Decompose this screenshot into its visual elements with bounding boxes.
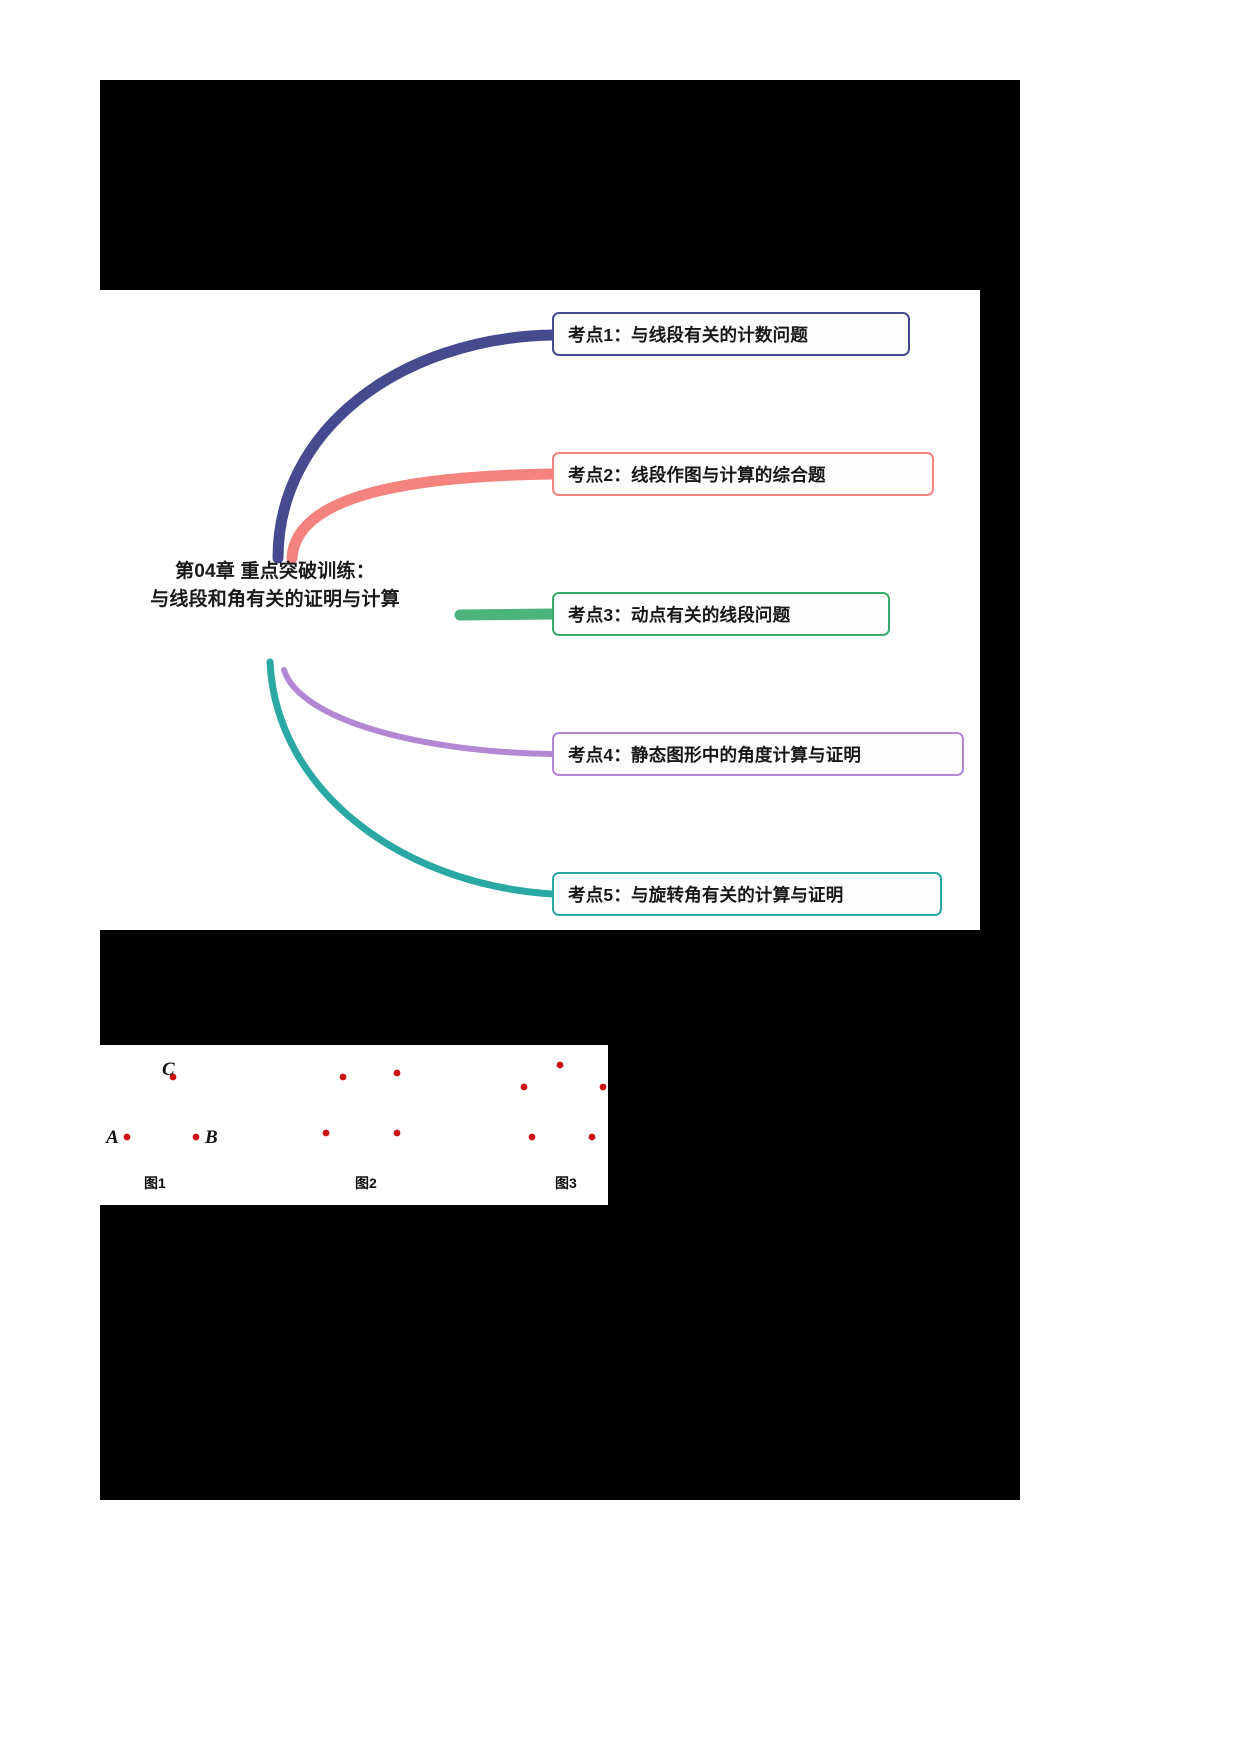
figure-point: [339, 1073, 347, 1081]
geometry-points-svg: [123, 1061, 607, 1141]
branch-box-5[interactable]: 考点5：与旋转角有关的计算与证明: [552, 872, 942, 916]
black-page-sheet: 第04章 重点突破训练： 与线段和角有关的证明与计算 考点1：与线段有关的计数问…: [100, 80, 1020, 1500]
figure-point: [169, 1073, 177, 1081]
connector-branch-5: [266, 658, 556, 898]
figure-point: [393, 1129, 401, 1137]
geometry-figure-panel: C A B 图1 图2 图3: [100, 1045, 608, 1205]
figure-point: [192, 1133, 200, 1141]
figure-point: [322, 1129, 330, 1137]
branch-box-4[interactable]: 考点4：静态图形中的角度计算与证明: [552, 732, 964, 776]
figure-point: [528, 1133, 536, 1141]
branch-label-5: 考点5：与旋转角有关的计算与证明: [568, 884, 844, 905]
branch-box-2[interactable]: 考点2：线段作图与计算的综合题: [552, 452, 934, 496]
point-label-c: C: [162, 1059, 175, 1080]
mindmap-connectors: [266, 329, 558, 898]
figure-point: [599, 1083, 607, 1091]
figure-point: [520, 1083, 528, 1091]
central-topic-line-2: 与线段和角有关的证明与计算: [150, 588, 400, 610]
central-topic: 第04章 重点突破训练： 与线段和角有关的证明与计算: [110, 558, 440, 613]
figure-caption-2: 图2: [355, 1175, 377, 1191]
figure-caption-3: 图3: [555, 1175, 577, 1191]
connector-branch-3: [454, 608, 558, 621]
connector-branch-2: [286, 468, 558, 564]
figure-point: [556, 1061, 564, 1069]
connector-branch-1: [272, 329, 558, 564]
branch-label-1: 考点1：与线段有关的计数问题: [568, 324, 809, 345]
figure-point: [588, 1133, 596, 1141]
branch-label-4: 考点4：静态图形中的角度计算与证明: [568, 744, 862, 765]
point-label-b: B: [205, 1127, 218, 1148]
branch-box-1[interactable]: 考点1：与线段有关的计数问题: [552, 312, 910, 356]
mindmap-panel: 第04章 重点突破训练： 与线段和角有关的证明与计算 考点1：与线段有关的计数问…: [100, 290, 980, 930]
central-topic-line-1: 第04章 重点突破训练：: [175, 561, 375, 582]
point-label-a: A: [106, 1127, 119, 1148]
figure-point: [123, 1133, 131, 1141]
figure-caption-1: 图1: [144, 1175, 166, 1191]
branch-label-3: 考点3：动点有关的线段问题: [568, 604, 791, 625]
figure-point: [393, 1069, 401, 1077]
branch-label-2: 考点2：线段作图与计算的综合题: [568, 464, 826, 485]
branch-box-3[interactable]: 考点3：动点有关的线段问题: [552, 592, 890, 636]
connector-branch-4: [281, 667, 555, 757]
